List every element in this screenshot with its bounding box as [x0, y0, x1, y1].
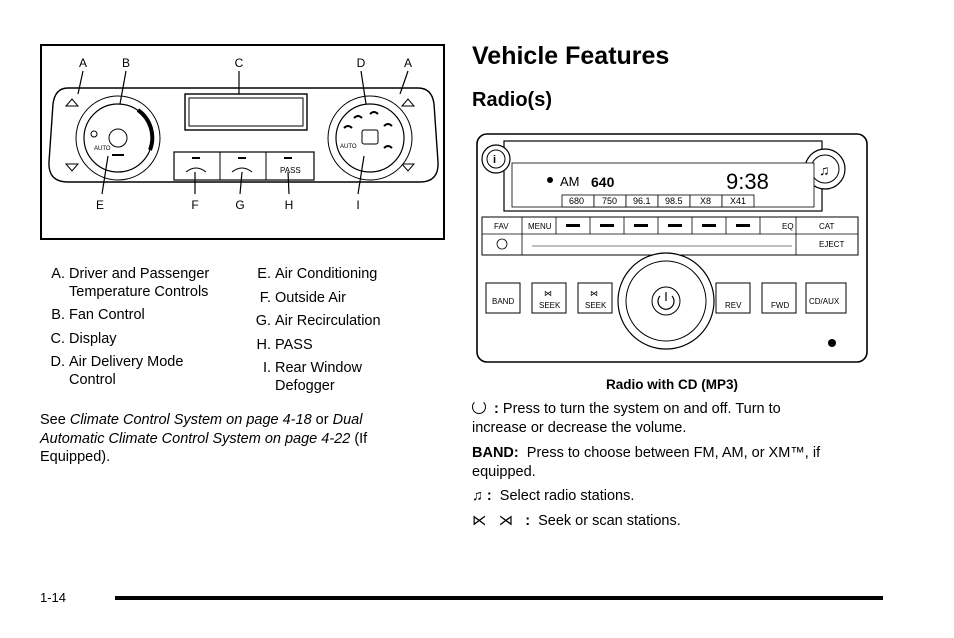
climate-control-figure: AUTO AUTO PASS A B C D A E F G H I: [40, 44, 445, 240]
radio-caption: Radio with CD (MP3): [606, 377, 738, 392]
legend-left: A.Driver and Passenger Temperature Contr…: [42, 266, 242, 395]
preset-row: 680 750 96.1 98.5 X8 X41: [561, 194, 755, 208]
menu-button[interactable]: MENU: [528, 222, 552, 231]
preset-5: X8: [700, 196, 711, 206]
preset-1: 680: [569, 196, 584, 206]
seek-forward-icon: ⋊: [498, 513, 514, 529]
legend-item: D.Air Delivery Mode Control: [50, 354, 184, 388]
reference-link[interactable]: Climate Control System on page 4-18: [69, 412, 312, 428]
power-icon: [472, 400, 486, 414]
band-display: AM: [560, 174, 580, 189]
callout-c: C: [235, 56, 244, 70]
music-description: ♫ : Select radio stations.: [472, 488, 635, 504]
section-title: Radio(s): [472, 89, 552, 111]
preset-4: 98.5: [665, 196, 683, 206]
cat-button[interactable]: CAT: [819, 222, 835, 231]
seek-description: ⋉ ⋊ : Seek or scan stations.: [472, 513, 681, 529]
legend-item: E.Air Conditioning: [257, 266, 378, 282]
legend-item: I.Rear Window Defogger: [262, 360, 363, 394]
page-title: Vehicle Features: [472, 42, 670, 70]
seek-back-button[interactable]: SEEK: [539, 301, 561, 310]
see-reference-paragraph: See Climate Control System on page 4-18 …: [40, 412, 368, 465]
clock-icon: [496, 238, 508, 250]
fwd-button[interactable]: FWD: [771, 301, 789, 310]
info-icon: i: [493, 154, 496, 166]
cd-aux-button[interactable]: CD/AUX: [809, 297, 840, 306]
rev-button[interactable]: REV: [725, 301, 742, 310]
legend-item: F.Outside Air: [259, 289, 346, 306]
seek-forward-icon: ⋈: [590, 289, 598, 298]
callout-d: D: [357, 56, 366, 70]
callout-e: E: [96, 198, 104, 212]
legend-item: H.PASS: [256, 336, 313, 353]
callout-b: B: [122, 56, 130, 70]
seek-back-icon: ⋈: [544, 289, 552, 298]
music-note-icon: ♫: [472, 488, 483, 504]
callout-a-left: A: [79, 56, 87, 70]
eject-button[interactable]: EJECT: [819, 240, 844, 249]
reference-link[interactable]: Dual Automatic Climate Control System on…: [40, 412, 363, 447]
climate-control-illustration: AUTO AUTO PASS A B C D A E F G H I: [40, 44, 445, 240]
frequency-display: 640: [591, 174, 615, 190]
pass-button-label: PASS: [280, 166, 301, 175]
power-icon: [657, 295, 675, 310]
preset-2: 750: [602, 196, 617, 206]
preset-6: X41: [730, 196, 746, 206]
callout-i: I: [356, 198, 359, 212]
legend-item: B.Fan Control: [51, 307, 145, 323]
eq-button[interactable]: EQ: [782, 222, 794, 231]
callout-f: F: [191, 198, 198, 212]
band-description: BAND: Press to choose between FM, AM, or…: [472, 445, 821, 480]
seek-back-icon: ⋉: [472, 513, 487, 529]
music-note-icon: ♫: [819, 162, 830, 178]
band-button[interactable]: BAND: [492, 297, 514, 306]
radio-figure: i ♫ AM 640 9:38 680 750 96.1 98.5 X8 X41…: [476, 133, 868, 363]
callout-a-right: A: [404, 56, 412, 70]
callout-g: G: [235, 198, 244, 212]
left-knob-auto-label: AUTO: [94, 146, 111, 152]
callout-h: H: [285, 198, 294, 212]
clock-display: 9:38: [726, 169, 769, 194]
right-knob-auto-label: AUTO: [340, 144, 357, 150]
power-description: : Press to turn the system on and off. T…: [472, 400, 781, 436]
legend-item: G.Air Recirculation: [255, 313, 381, 329]
legend-item: A.Driver and Passenger Temperature Contr…: [51, 266, 210, 300]
legend-item: C.Display: [50, 330, 117, 347]
page-number: 1-14: [40, 590, 67, 605]
preset-3: 96.1: [633, 196, 651, 206]
footer-rule: [115, 596, 883, 600]
radio-illustration: i ♫ AM 640 9:38 680 750 96.1 98.5 X8 X41…: [476, 133, 868, 363]
seek-forward-button[interactable]: SEEK: [585, 301, 607, 310]
fav-button[interactable]: FAV: [494, 222, 509, 231]
legend-right: E.Air Conditioning F.Outside Air G.Air R…: [242, 266, 442, 401]
